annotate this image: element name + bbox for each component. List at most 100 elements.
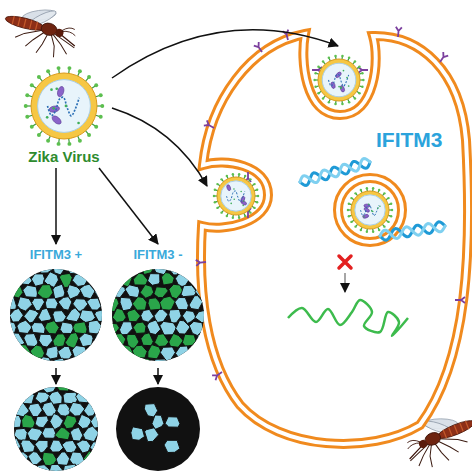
virus-spike-tip [354,225,356,227]
receptor [204,120,216,130]
viral-particle [377,208,379,210]
virus-spike-tip [350,221,352,223]
virus-spike-tip [378,189,380,191]
virus-spike-tip [314,86,317,89]
viral-particle [46,116,49,119]
virus-spike-tip [37,75,41,79]
block-mark [339,256,351,268]
cell [152,415,164,429]
viral-particle [233,198,235,200]
cell [87,298,101,310]
virus-spike-tip [256,201,258,203]
mosquito-stripe [35,22,37,31]
virus-spike-tip [214,189,216,191]
virus-spike-tip [334,55,337,58]
virus-spike-tip [361,86,364,89]
cell [132,297,147,311]
virus-spike-tip [314,72,317,75]
cell [45,298,58,309]
mosquito-stripe [30,20,32,29]
cell [154,287,169,298]
virus-spike-tip [213,195,215,197]
virus-spike-tip [232,173,234,175]
virus-spike-tip [78,69,82,73]
cell [140,285,154,299]
time-arrow [55,368,57,384]
cell [18,273,33,285]
cell [7,438,21,453]
cell [38,308,51,321]
virus-spike-tip [328,101,331,104]
ifitm3-helix [380,222,445,240]
virus-spike-tip [244,175,246,177]
viral-particle [338,86,340,88]
mosquito-stripe [12,16,14,25]
cell [21,440,35,453]
cell [140,265,154,275]
cell [160,296,176,310]
cell [53,284,65,299]
virus-spike-tip [244,215,246,217]
cell [72,346,88,359]
zika-virus [213,173,259,219]
cell [49,464,64,473]
cell [35,440,48,453]
viral-particle [346,77,348,79]
cell [70,427,83,441]
ifitm3-helix [300,159,370,183]
time-arrow [157,368,159,384]
viral-particle [242,205,244,207]
cell [90,441,105,453]
viral-particle [379,205,381,207]
mosquito-stripe [454,425,457,433]
cell [197,333,209,347]
virus-capsid [322,63,356,97]
cell [22,390,35,404]
mosquito-thorax [40,22,58,38]
cell [176,320,191,334]
virus-spike-tip [313,79,316,82]
viral-protein [362,214,369,219]
virus-spike-tip [350,197,352,199]
mosquito-leg [46,34,59,57]
virus-spike-tip [257,195,259,197]
cell [141,333,154,346]
virus-spike-tip [220,211,222,213]
viral-particle [65,105,68,108]
viral-rna [361,205,379,216]
entry-arrow [112,108,207,186]
virus-spike-tip [354,192,356,194]
cell [4,297,16,310]
cell [182,334,196,346]
virus-spike-tip [387,221,389,223]
cell [7,415,22,428]
virus-spike-tip [25,115,29,119]
mosquito-stripe [443,430,446,438]
virus-spike-tip [390,215,392,217]
viral-particle [50,88,53,91]
virus-spike-tip [256,189,258,191]
virus-spike-tip [348,101,351,104]
cell [27,428,43,442]
cell [63,415,77,429]
virus-spike-tip [94,125,98,129]
cell [88,320,102,334]
cell [95,310,108,322]
cell [165,417,180,428]
viral-rna [329,74,349,86]
cell [112,308,126,322]
virus-spike-tip [347,209,349,211]
viral-particle [340,86,342,88]
virus-spike-tip [25,93,29,97]
cell [10,308,24,322]
virus-spike-tip [67,66,71,70]
cell [22,414,36,428]
cell [58,346,72,359]
cell [23,285,38,297]
cell [141,309,154,322]
mosquito-stripe [18,17,20,26]
virus-spike-tip [100,104,104,108]
virus-spike-tip [328,57,331,60]
receptor [196,259,206,266]
mosquito-leg [52,34,76,48]
